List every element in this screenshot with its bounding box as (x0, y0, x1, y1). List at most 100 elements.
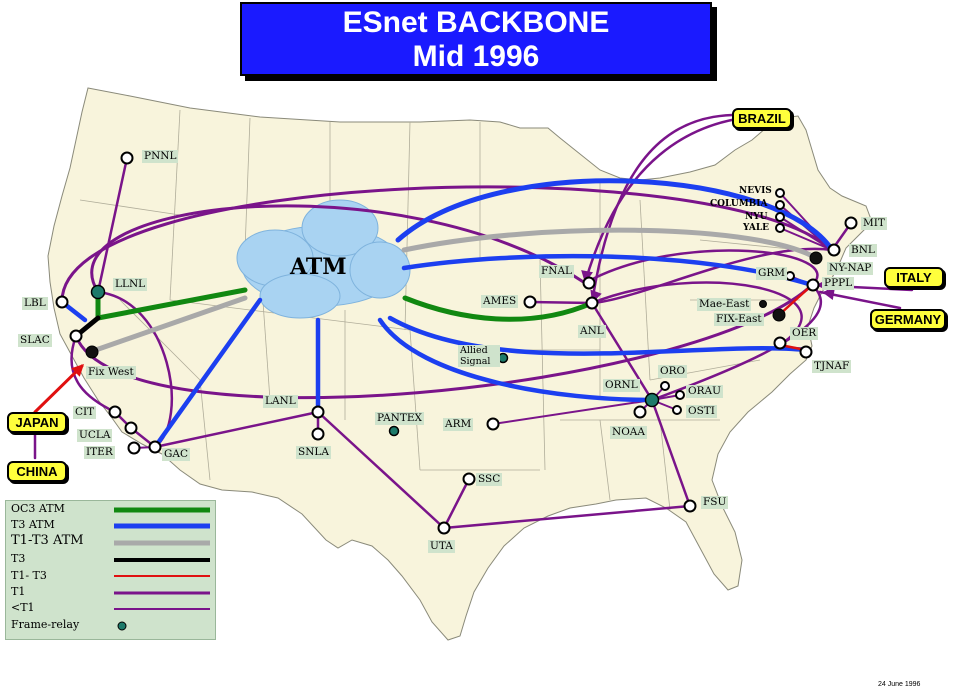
node-grm (785, 271, 795, 281)
site-label-noaa: NOAA (610, 426, 647, 439)
link-lanl-uta (316, 410, 446, 530)
link-uta-ssc (442, 477, 471, 530)
link-pppl-fixeast (777, 283, 814, 317)
link-ornl-local (639, 385, 681, 413)
node-pnnl (120, 151, 134, 165)
site-label-nevis: NEVIS (739, 186, 772, 196)
link-slac-cit (70, 334, 117, 414)
node-pantex (388, 425, 400, 437)
link-atm-nynap (401, 227, 819, 261)
site-label-fnal: FNAL (539, 265, 575, 278)
node-noaa (633, 405, 647, 419)
node-osti (672, 405, 682, 415)
link-pnnl-llnl (96, 156, 129, 294)
node-fsu (683, 499, 697, 513)
site-label-oer: OER (790, 327, 819, 340)
node-anl (585, 296, 599, 310)
site-label-pppl: PPPL (822, 277, 855, 290)
site-label-uta: UTA (428, 540, 455, 553)
legend-label-0: OC3 ATM (11, 502, 65, 515)
site-label-pnnl: PNNL (142, 150, 179, 163)
site-label-fixwest: Fix West (86, 366, 136, 379)
legend-label-5: T1 (11, 585, 26, 598)
arrow-germany-in (822, 288, 835, 300)
legend-label-7: Frame-relay (11, 618, 80, 631)
node-ames (523, 295, 537, 309)
site-label-arm: ARM (443, 418, 474, 431)
node-ssc (462, 472, 476, 486)
legend-label-3: T3 (11, 552, 26, 565)
legend-label-4: T1- T3 (11, 569, 47, 582)
site-label-iter: ITER (84, 446, 115, 459)
legend-label-2: T1-T3 ATM (11, 533, 84, 548)
link-fsu-ornl (650, 398, 692, 508)
site-label-mit: MIT (861, 217, 887, 230)
title-banner: ESnet BACKBONE Mid 1996 (240, 2, 712, 76)
node-lanl (311, 405, 325, 419)
atm-cloud (236, 199, 411, 319)
site-label-ssc: SSC (476, 473, 503, 486)
title-line2: Mid 1996 (412, 40, 540, 73)
node-snla (311, 427, 325, 441)
node-ucla (124, 421, 138, 435)
link-atm-bnl (395, 178, 835, 253)
link-uta-fsu (442, 504, 692, 530)
site-label-slac: SLAC (18, 334, 52, 347)
site-label-anl: ANL (578, 325, 606, 338)
site-label-ames: AMES (481, 295, 519, 308)
site-label-nynap: NY-NAP (827, 262, 874, 275)
nodes-layer (55, 151, 858, 535)
node-pppl (806, 278, 820, 292)
site-label-cit: CIT (73, 406, 97, 419)
legend-label-6: <T1 (11, 601, 35, 614)
node-fixwest (85, 345, 99, 359)
link-arm-ornl (492, 399, 653, 425)
links-layer (33, 110, 914, 530)
site-label-yale: YALE (743, 223, 770, 233)
site-label-lbl: LBL (22, 297, 48, 310)
node-llnl (90, 284, 106, 300)
node-columbia (775, 200, 785, 210)
node-slac (69, 329, 83, 343)
node-orau (675, 390, 685, 400)
site-label-llnl: LLNL (113, 278, 148, 291)
link-gac-atm (152, 297, 263, 450)
tag-italy: ITALY (884, 267, 944, 288)
site-label-ucla: UCLA (77, 429, 113, 442)
node-oer (773, 336, 787, 350)
node-arm (486, 417, 500, 431)
link-ames-anl (528, 300, 594, 305)
link-atm-tjnaf (387, 315, 809, 356)
tag-china: CHINA (7, 461, 67, 482)
node-uta (437, 521, 451, 535)
node-lbl (55, 295, 69, 309)
link-gac-lanl (153, 410, 320, 449)
site-label-tjnaf: TJNAF (812, 360, 852, 373)
legend-swatches (114, 507, 210, 631)
site-label-grm: GRM (756, 267, 788, 280)
tag-germany: GERMANY (870, 309, 946, 330)
site-label-nyu: NYU (745, 212, 768, 222)
site-label-pantex: PANTEX (375, 412, 425, 425)
site-label-snla: SNLA (296, 446, 331, 459)
node-mit (844, 216, 858, 230)
tag-japan: JAPAN (7, 412, 67, 433)
site-label-columbia: COLUMBIA (710, 199, 768, 209)
node-nyu (775, 212, 785, 222)
node-maeeast (759, 300, 767, 308)
node-fixeast (772, 308, 786, 322)
link-llnl-fnal (90, 204, 587, 294)
site-label-lanl: LANL (263, 395, 298, 408)
node-cit (108, 405, 122, 419)
node-oro (660, 381, 670, 391)
site-label-gac: GAC (162, 448, 191, 461)
site-label-osti: OSTI (686, 405, 717, 418)
site-label-maeeast: Mae-East (697, 298, 752, 311)
link-fixwest-atm (87, 295, 248, 355)
node-ornl (644, 392, 660, 408)
site-label-allied: Allied Signal (458, 345, 500, 367)
node-nynap (809, 251, 823, 265)
site-label-allied-text: Allied Signal (460, 345, 491, 367)
site-label-fsu: FSU (701, 496, 729, 509)
legend-label-1: T3 ATM (11, 518, 55, 531)
